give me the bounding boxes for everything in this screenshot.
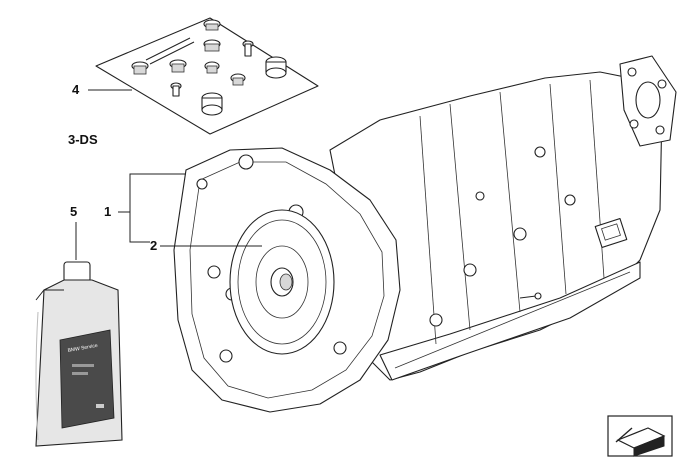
callout-3-ds: 3-DS [68,132,98,147]
parts-kit-card[interactable] [95,17,319,135]
bolt-icon [170,82,182,97]
bottle-label: BMW Service [59,329,115,429]
screw-plug-icon [203,39,221,52]
seal-ring-icon [201,92,223,116]
screw-plug-icon [169,59,187,73]
screw-plug-icon [204,61,220,74]
seal-strip-1 [145,37,191,61]
oil-bottle[interactable]: BMW Service [35,261,123,447]
callout-1: 1 [104,204,112,219]
callout-2: 2 [150,238,158,253]
selector-connector [594,217,628,249]
callout-5: 5 [70,204,78,219]
torque-converter[interactable] [229,209,335,355]
callout-4: 4 [72,82,80,97]
callout-leaders [75,89,262,260]
screw-plug-icon [230,73,246,86]
output-flange [619,55,677,147]
bolt-icon [242,40,254,57]
bottle-label-text: BMW Service [67,343,98,354]
seal-strip-2 [149,41,195,65]
screw-plug-icon [131,61,149,75]
screw-plug-icon [203,19,221,31]
seal-ring-icon [265,56,287,79]
catalog-corner-icon[interactable] [607,415,673,457]
